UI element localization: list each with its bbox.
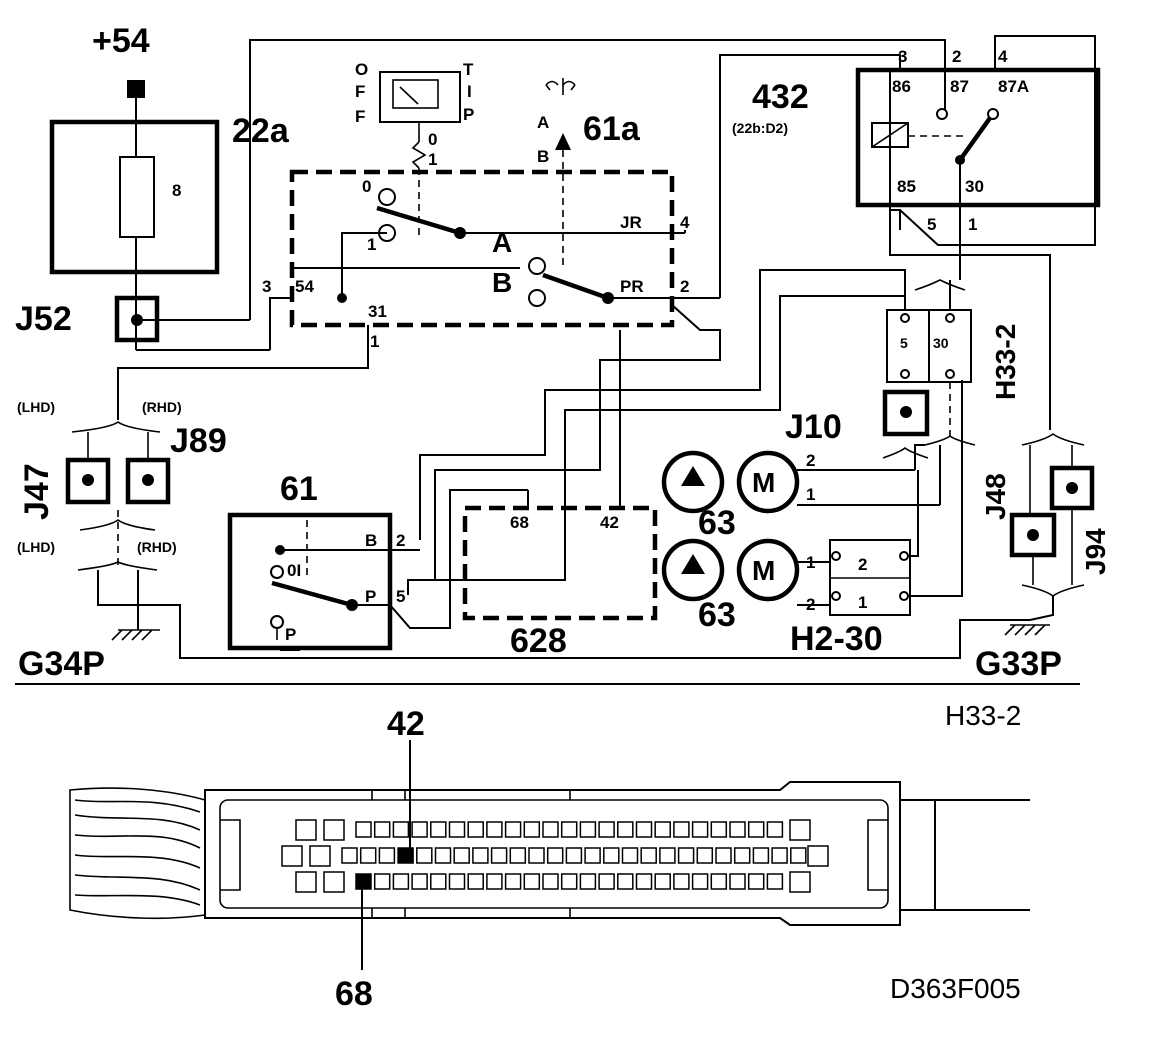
connector-pin: [359, 847, 377, 864]
connector-pin: [766, 873, 784, 890]
connector-pin: [635, 821, 653, 838]
connector-pin: [747, 873, 765, 890]
pump-switch-61: [227, 512, 393, 651]
connector-pin: [560, 873, 578, 890]
connector-pin: [789, 871, 811, 893]
connector-pin: [323, 819, 345, 841]
connector-pin: [373, 873, 391, 890]
connector-pin: [640, 847, 657, 864]
connector-pin: [467, 873, 484, 890]
connector-pin: [490, 847, 508, 864]
connector-pin: [430, 873, 447, 890]
connector-pin: [546, 847, 564, 864]
wiper-switch-symbol: [379, 71, 461, 123]
connector-pin: [598, 821, 615, 838]
connector-pin: [790, 847, 807, 864]
connector-pin: [504, 821, 522, 838]
connector-pin: [472, 847, 489, 864]
connector-pin: [710, 873, 728, 890]
connector-pin: [691, 821, 709, 838]
connector-pin: [341, 847, 358, 864]
connector-pin: [635, 873, 653, 890]
connector-pin: [733, 847, 751, 864]
connector-pin: [411, 873, 428, 890]
connector-pin: [373, 821, 391, 838]
pin-grid: [281, 819, 829, 893]
connector-pin: [598, 873, 615, 890]
connector-pin: [448, 873, 466, 890]
connector-pin: [677, 847, 695, 864]
connector-pin: [747, 821, 765, 838]
connector-pin: [281, 845, 303, 867]
connector-pin: [584, 847, 601, 864]
connector-pin: [621, 847, 639, 864]
connector-pin: [766, 821, 784, 838]
connector-j10: [882, 389, 930, 437]
connector-pin: [486, 821, 503, 838]
connector-pin: [617, 873, 634, 890]
connector-pin: [710, 821, 728, 838]
connector-pin: [528, 847, 545, 864]
connector-pin: [295, 871, 317, 893]
connector-pin: [789, 819, 811, 841]
connector-pin: [603, 847, 620, 864]
connector-pin: [486, 873, 503, 890]
relay-432: [855, 67, 1101, 208]
connector-pin: [565, 847, 583, 864]
connector-pin: [504, 873, 522, 890]
connector-pin: [453, 847, 470, 864]
connector-housing: [204, 781, 901, 926]
pump-63-upper: [661, 450, 725, 514]
pump-63-lower: [661, 538, 725, 602]
connector-pin: [673, 873, 690, 890]
connector-pin: [715, 847, 732, 864]
connector-pin: [523, 873, 541, 890]
connector-pin: [309, 845, 331, 867]
connector-pin: [467, 821, 484, 838]
connector-pin: [355, 821, 372, 838]
supply-terminal: [127, 80, 145, 98]
connector-pin: [411, 821, 428, 838]
connector-pin: [542, 873, 559, 890]
connector-pin: [397, 847, 414, 864]
connector-pin: [654, 821, 671, 838]
connector-pin: [430, 821, 447, 838]
wiper-switch-box: [289, 169, 675, 328]
control-unit-628: [462, 505, 658, 621]
connector-pin: [752, 847, 770, 864]
connector-pin: [295, 819, 317, 841]
connector-pin: [323, 871, 345, 893]
connector-pin: [673, 821, 690, 838]
motor-63-lower: [736, 538, 800, 602]
connector-pin: [696, 847, 714, 864]
connector-pin: [542, 821, 559, 838]
connector-pin: [509, 847, 527, 864]
connector-pin: [392, 873, 410, 890]
connector-pin: [771, 847, 788, 864]
connector-pin: [659, 847, 676, 864]
connector-pin: [691, 873, 709, 890]
connector-pin: [355, 873, 372, 890]
connector-pin: [448, 821, 466, 838]
connector-pin: [416, 847, 433, 864]
connector-pin: [560, 821, 578, 838]
motor-63-upper: [736, 450, 800, 514]
connector-pin: [579, 821, 597, 838]
fuse-8: [119, 156, 155, 238]
connector-pin: [523, 821, 541, 838]
connector-pin: [729, 821, 746, 838]
connector-pin: [617, 821, 634, 838]
connector-pin: [392, 821, 410, 838]
connector-pin: [434, 847, 452, 864]
connector-pin: [579, 873, 597, 890]
connector-pin: [729, 873, 746, 890]
fuse-box-22a: [49, 119, 220, 275]
connector-pin: [807, 845, 829, 867]
connector-pin: [654, 873, 671, 890]
connector-pin: [378, 847, 396, 864]
